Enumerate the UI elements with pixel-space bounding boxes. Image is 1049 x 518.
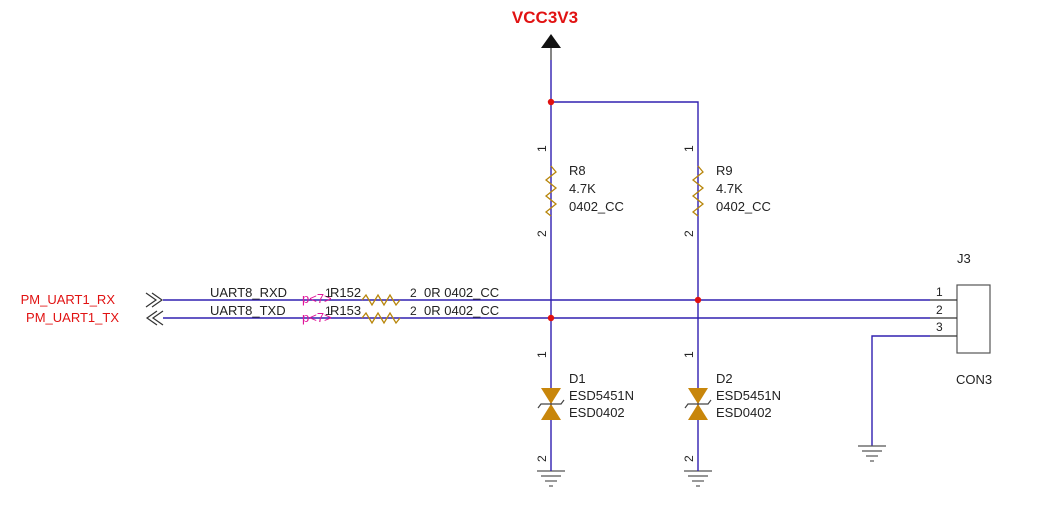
r9-footprint: 0402_CC	[716, 199, 771, 214]
wire-connector-pin3-gnd	[871, 335, 930, 446]
d1-pin1: 1	[535, 351, 549, 358]
j3-pin2: 2	[936, 303, 943, 317]
r8-footprint: 0402_CC	[569, 199, 624, 214]
r8-pin1: 1	[535, 145, 549, 152]
net-label-uart8-rxd: UART8_RXD	[210, 285, 287, 300]
r9-ref: R9	[716, 163, 733, 178]
wire-r9-d2-column	[551, 101, 699, 465]
r152-pin1: 1	[325, 286, 332, 300]
junction-vcc	[547, 98, 555, 106]
r8-ref: R8	[569, 163, 586, 178]
r9-pin2: 2	[682, 230, 696, 237]
j3-ref: J3	[957, 251, 971, 266]
net-label-uart8-txd: UART8_TXD	[210, 303, 286, 318]
r8-pin2: 2	[535, 230, 549, 237]
d2-pin1: 1	[682, 351, 696, 358]
diode-d2-symbol	[684, 388, 712, 420]
page-ref-rx: p<7>	[302, 291, 332, 306]
r152-pin2: 2	[410, 286, 417, 300]
j3-pin1: 1	[936, 285, 943, 299]
r152-ref: R152	[330, 285, 361, 300]
power-arrow-icon	[541, 34, 561, 48]
r153-value: 0R 0402_CC	[424, 303, 499, 318]
ground-d1-icon	[537, 470, 565, 487]
d1-part: ESD5451N	[569, 388, 634, 403]
r153-pin1: 1	[325, 304, 332, 318]
r152-value: 0R 0402_CC	[424, 285, 499, 300]
resistor-r9-symbol	[691, 165, 705, 217]
j3-pin3: 3	[936, 320, 943, 334]
d1-footprint: ESD0402	[569, 405, 625, 420]
rx-port-arrow2-icon	[151, 292, 164, 308]
d2-ref: D2	[716, 371, 733, 386]
rx-port-arrow-icon	[145, 292, 158, 308]
vcc3v3-label: VCC3V3	[512, 8, 578, 27]
ground-d2-icon	[684, 470, 712, 487]
d2-pin2: 2	[682, 455, 696, 462]
d1-pin2: 2	[535, 455, 549, 462]
junction-tx	[547, 314, 555, 322]
net-label-pm-uart1-rx: PM_UART1_RX	[21, 292, 116, 307]
r8-value: 4.7K	[569, 181, 596, 196]
page-ref-tx: p<7>	[302, 310, 332, 325]
r9-value: 4.7K	[716, 181, 743, 196]
net-label-pm-uart1-tx: PM_UART1_TX	[26, 310, 119, 325]
junction-rx	[694, 296, 702, 304]
diode-d1-symbol	[537, 388, 565, 420]
tx-port-arrow-icon	[145, 310, 158, 326]
resistor-r8-symbol	[544, 165, 558, 217]
ground-connector-icon	[858, 445, 886, 462]
r9-pin1: 1	[682, 145, 696, 152]
resistor-r152-symbol	[361, 293, 401, 307]
d2-footprint: ESD0402	[716, 405, 772, 420]
tx-port-arrow2-icon	[151, 310, 164, 326]
r153-pin2: 2	[410, 304, 417, 318]
connector-j3-body	[956, 284, 991, 354]
r153-ref: R153	[330, 303, 361, 318]
d2-part: ESD5451N	[716, 388, 781, 403]
d1-ref: D1	[569, 371, 586, 386]
j3-value: CON3	[956, 372, 992, 387]
resistor-r153-symbol	[361, 311, 401, 325]
